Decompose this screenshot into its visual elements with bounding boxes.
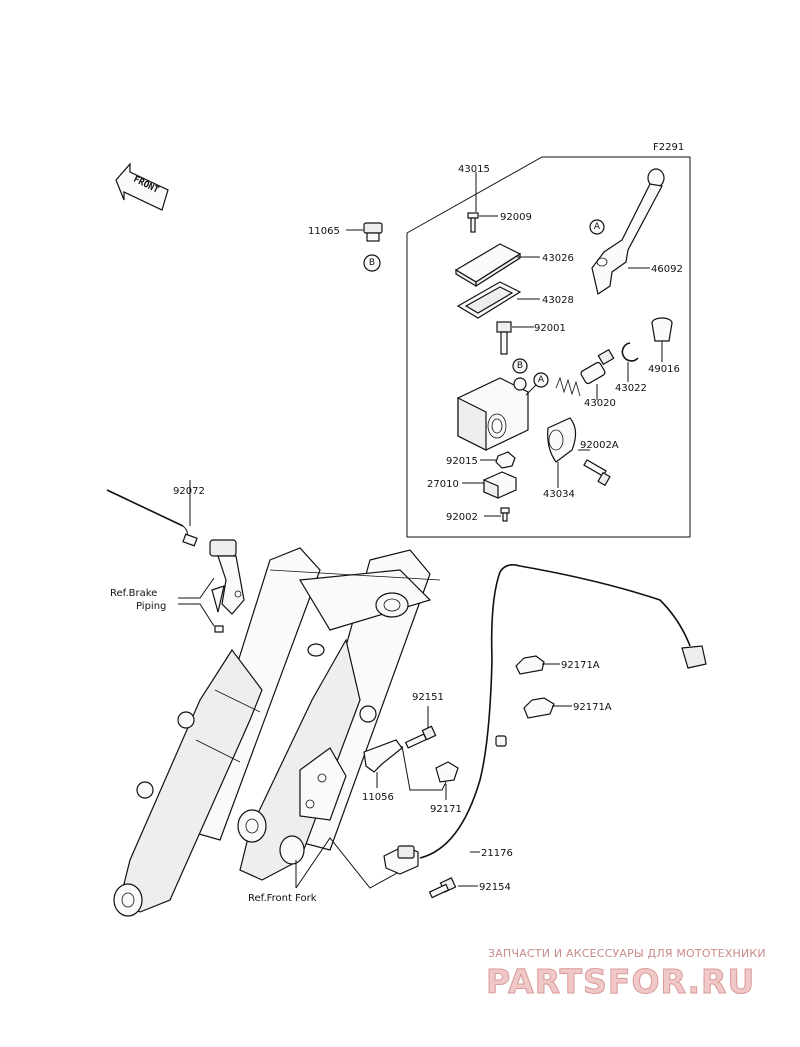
part-11065-cap: [363, 222, 383, 272]
marker-a-lever: A: [594, 222, 601, 232]
label-92001: 92001: [534, 323, 566, 334]
label-43026: 43026: [542, 253, 574, 264]
label-46092: 46092: [651, 264, 683, 275]
marker-a-body: A: [538, 375, 545, 385]
part-92154-bolt: [428, 877, 457, 899]
front-fork-assembly: [113, 547, 441, 917]
label-92171A-2: 92171A: [573, 702, 612, 713]
leader-front-fork-2: [295, 837, 407, 889]
leader-brake-piping: [178, 577, 215, 599]
label-92009: 92009: [500, 212, 532, 223]
part-92171A-clip-2: [523, 697, 555, 719]
part-92002A-bolt: [583, 459, 611, 487]
leader-92171: [401, 745, 447, 791]
label-49016: 49016: [648, 364, 680, 375]
label-92154: 92154: [479, 882, 511, 893]
part-92009-screw: [467, 212, 479, 233]
label-92171: 92171: [430, 804, 462, 815]
leader-brake-piping-2: [178, 603, 215, 627]
ref-brake-piping-2: Piping: [136, 601, 166, 612]
marker-a-body-circle: [533, 372, 549, 388]
leader-marker-a: [525, 384, 537, 396]
ref-front-fork: Ref.Front Fork: [248, 893, 317, 904]
ref-brake-piping-1: Ref.Brake: [110, 588, 157, 599]
label-92072: 92072: [173, 486, 205, 497]
label-92002: 92002: [446, 512, 478, 523]
label-92002A: 92002A: [580, 440, 619, 451]
label-43015: 43015: [458, 164, 490, 175]
label-92015: 92015: [446, 456, 478, 467]
diagram-code: F2291: [653, 142, 684, 153]
part-43022-circlip: [621, 342, 639, 362]
part-46092-lever: [591, 168, 665, 295]
marker-b-cap: B: [369, 258, 375, 268]
part-92072-brake-line: [106, 480, 245, 633]
assembly-outline: [406, 156, 691, 538]
label-43020: 43020: [584, 398, 616, 409]
part-92001-bolt: [496, 321, 512, 355]
part-92015-nut: [495, 451, 516, 469]
label-21176: 21176: [481, 848, 513, 859]
marker-a-lever-circle: [589, 219, 605, 235]
label-11065: 11065: [308, 226, 340, 237]
part-92171A-clip-1: [515, 655, 545, 675]
part-43034-clamp: [547, 417, 577, 463]
part-43028-diaphragm: [456, 281, 522, 319]
front-direction-badge: FRONT: [115, 162, 169, 211]
part-43020-piston: [555, 348, 615, 397]
label-43022: 43022: [615, 383, 647, 394]
watermark-subtitle: ЗАПЧАСТИ И АКСЕССУАРЫ ДЛЯ МОТОТЕХНИКИ: [488, 947, 766, 960]
part-49016-boot: [651, 317, 673, 342]
part-11056-bracket: [363, 739, 403, 773]
marker-b-body: B: [517, 361, 523, 371]
label-43028: 43028: [542, 295, 574, 306]
part-27010-switch: [483, 471, 517, 499]
label-11056: 11056: [362, 792, 394, 803]
part-21176-sensor-cable: [383, 564, 707, 875]
part-43026-cover: [454, 243, 522, 288]
label-92171A-1: 92171A: [561, 660, 600, 671]
part-92002-screw: [500, 507, 510, 522]
part-92171-clamp: [435, 761, 459, 783]
label-27010: 27010: [427, 479, 459, 490]
part-92151-bolt: [404, 725, 437, 749]
watermark-logo: PARTSFOR.RU: [486, 962, 756, 1002]
master-cylinder-body: [457, 358, 529, 451]
label-92151: 92151: [412, 692, 444, 703]
label-43034: 43034: [543, 489, 575, 500]
